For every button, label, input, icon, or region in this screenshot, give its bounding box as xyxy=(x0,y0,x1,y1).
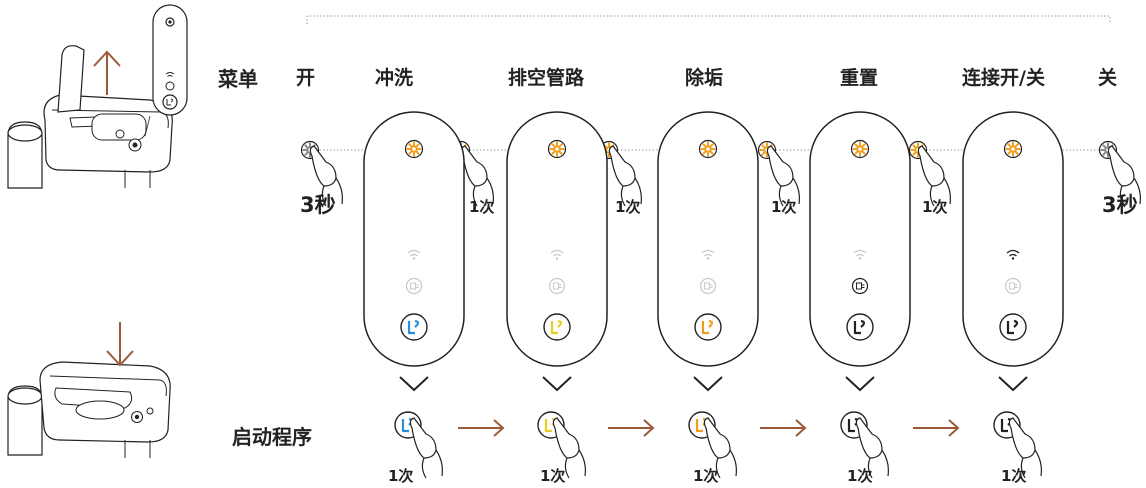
start-count-2: 1次 xyxy=(540,467,566,485)
gear-icon xyxy=(547,139,567,159)
wifi-icon xyxy=(853,249,867,260)
step-label-connect: 连接开/关 xyxy=(962,67,1045,89)
chevron-down-icon xyxy=(399,376,429,392)
hand-icon xyxy=(309,145,343,207)
chevron-down-icon xyxy=(845,376,875,392)
hold-start-label: 3秒 xyxy=(300,193,336,217)
descale-icon xyxy=(405,277,423,295)
wifi-icon xyxy=(407,249,421,260)
cup-icon xyxy=(400,313,428,341)
hand-icon xyxy=(1107,145,1141,207)
cup-icon xyxy=(846,313,874,341)
hand-icon xyxy=(766,145,800,207)
hand-icon xyxy=(460,145,494,207)
descale-icon xyxy=(1004,277,1022,295)
start-count-4: 1次 xyxy=(847,467,873,485)
press-count-4: 1次 xyxy=(922,198,948,216)
descale-icon xyxy=(851,277,869,295)
start-count-3: 1次 xyxy=(693,467,719,485)
hold-end-label: 3秒 xyxy=(1102,193,1138,217)
chevron-down-icon xyxy=(693,376,723,392)
hand-icon xyxy=(608,145,642,207)
step-label-rinse: 冲洗 xyxy=(375,67,414,89)
step-label-descale: 除垢 xyxy=(685,67,724,89)
arrow-right-icon xyxy=(760,419,807,437)
control-panel-capsule xyxy=(506,111,608,367)
press-count-3: 1次 xyxy=(771,198,797,216)
wifi-icon xyxy=(1006,249,1020,260)
arrow-right-icon xyxy=(458,419,505,437)
control-panel-capsule xyxy=(363,111,465,367)
off-label: 关 xyxy=(1098,67,1118,89)
gear-icon xyxy=(404,139,424,159)
menu-label: 菜单 xyxy=(218,67,258,91)
cup-icon xyxy=(694,313,722,341)
descale-icon xyxy=(699,277,717,295)
control-panel-capsule xyxy=(657,111,759,367)
hand-icon xyxy=(917,145,951,207)
start-hand-icon xyxy=(703,417,737,479)
start-hand-icon xyxy=(552,417,586,479)
start-program-label: 启动程序 xyxy=(232,425,312,449)
wifi-icon xyxy=(550,249,564,260)
step-label-empty: 排空管路 xyxy=(508,67,585,89)
start-hand-icon xyxy=(855,417,889,479)
arrow-right-icon xyxy=(913,419,960,437)
chevron-down-icon xyxy=(998,376,1028,392)
arrow-right-icon xyxy=(608,419,655,437)
gear-icon xyxy=(850,139,870,159)
cup-icon xyxy=(543,313,571,341)
step-label-reset: 重置 xyxy=(840,67,879,89)
start-hand-icon xyxy=(1008,417,1042,479)
wifi-icon xyxy=(701,249,715,260)
cup-icon xyxy=(999,313,1027,341)
descale-icon xyxy=(548,277,566,295)
control-panel-capsule xyxy=(809,111,911,367)
start-hand-icon xyxy=(409,417,443,479)
press-count-2: 1次 xyxy=(615,198,641,216)
control-panel-capsule xyxy=(962,111,1064,367)
chevron-down-icon xyxy=(542,376,572,392)
gear-icon xyxy=(1003,139,1023,159)
start-count-5: 1次 xyxy=(1001,467,1027,485)
start-count-1: 1次 xyxy=(388,467,414,485)
on-label: 开 xyxy=(296,67,316,89)
gear-icon xyxy=(698,139,718,159)
